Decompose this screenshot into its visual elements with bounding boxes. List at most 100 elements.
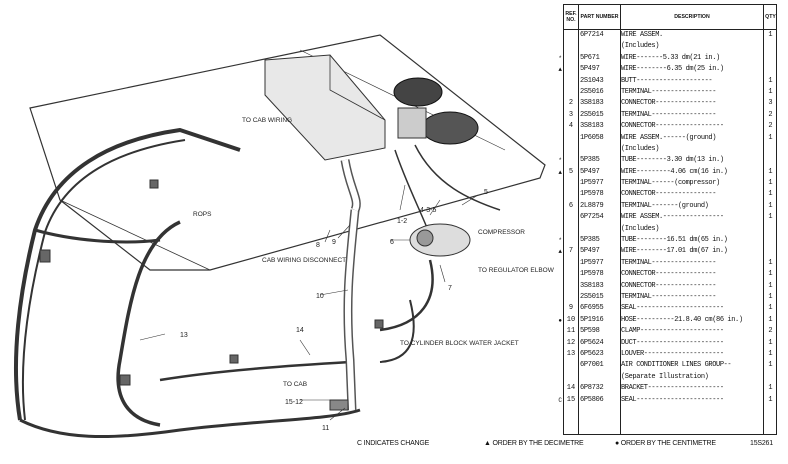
qty-cell: 1 (768, 87, 773, 96)
table-row: (Separate Illustration) (564, 372, 776, 383)
table-row: 1P5977 TERMINAL------(compressor)1 (564, 178, 776, 189)
part-number-cell: 6P8732 (580, 384, 604, 393)
part-number-cell: 2S5016 (580, 87, 604, 96)
qty-cell: 1 (768, 349, 773, 358)
part-number-cell: 6P5624 (580, 338, 604, 347)
callout-8: 8 (316, 242, 320, 249)
figure-code: 15S261 (750, 440, 773, 447)
qty-cell: 1 (768, 270, 773, 279)
part-number-cell: 1P5978 (580, 270, 604, 279)
description-cell: (Includes) (621, 144, 660, 153)
label-to-regulator-elbow: TO REGULATOR ELBOW (478, 267, 555, 274)
table-row: *5P671 WIRE-------5.33 dm(21 in.) (558, 53, 776, 64)
part-number-cell: 6P7254 (580, 213, 604, 222)
part-number-cell: 2S5015 (580, 292, 604, 301)
qty-cell: 1 (768, 167, 773, 176)
part-number-cell: 1P6058 (580, 133, 604, 142)
change-note: C INDICATES CHANGE (357, 440, 430, 447)
ref-no-cell: 13 (566, 349, 576, 358)
control-box (264, 54, 386, 161)
ref-no-cell: 15 (566, 395, 576, 404)
table-row: 2S5015 TERMINAL-----------------1 (564, 292, 776, 303)
callout-9: 9 (332, 239, 336, 246)
qty-cell: 1 (768, 304, 773, 313)
table-row: 1P5978 CONNECTOR----------------1 (564, 189, 776, 200)
qty-cell: 1 (768, 258, 773, 267)
row-mark: * (558, 54, 562, 62)
callout-13: 13 (180, 332, 188, 339)
qty-cell: 3 (768, 99, 773, 108)
row-mark: ▲ (558, 66, 562, 74)
row-mark: * (558, 157, 562, 165)
description-cell: (Includes) (621, 42, 660, 51)
description-cell: WIRE---------4.06 cm(16 in.) (621, 167, 728, 176)
description-cell: CLAMP---------------------- (621, 327, 724, 336)
ref-no-cell: 6 (568, 201, 574, 210)
part-number-cell: 2S1043 (580, 76, 604, 85)
qty-cell: 1 (768, 384, 773, 393)
part-number-cell: 6P5623 (580, 349, 604, 358)
label-cab-wiring-disconnect: CAB WIRING DISCONNECT (262, 257, 346, 264)
description-cell: TERMINAL------(compressor) (621, 179, 720, 188)
description-cell: SEAL----------------------- (621, 304, 724, 313)
part-number-cell: 6P5806 (580, 395, 604, 404)
description-cell: CONNECTOR---------------- (621, 281, 717, 290)
ref-no-cell: 2 (568, 99, 574, 108)
description-cell: CONNECTOR---------------- (621, 270, 717, 279)
parts-list-table: REF. NO. PART NUMBER DESCRIPTION QTY 6P7… (558, 4, 777, 435)
wiring-illustration: TO CAB WIRING ROPS CAB WIRING DISCONNECT… (13, 34, 555, 439)
callout-15-12: 15-12 (285, 399, 303, 406)
callout-6: 6 (390, 239, 394, 246)
label-to-cab-wiring-1: TO CAB WIRING (242, 117, 292, 124)
row-mark: * (558, 237, 562, 245)
row-mark: ● (558, 316, 562, 324)
table-row: *5P385 TUBE--------16.51 dm(65 in.) (558, 235, 776, 246)
table-row: 2S1043 BUTT-------------------- 1 (564, 76, 776, 87)
part-number-cell: 5P671 (580, 53, 600, 62)
description-cell: WIRE ASSEM.---------------- (621, 213, 724, 222)
ref-no-cell: 3 (568, 110, 574, 119)
label-to-cab: TO CAB (283, 381, 307, 388)
description-cell: SEAL----------------------- (621, 395, 724, 404)
ref-no-cell: 10 (566, 315, 576, 324)
table-row: *5P385 TUBE--------3.30 dm(13 in.) (558, 155, 776, 166)
header-part-number: PART NUMBER (580, 14, 619, 20)
ref-no-cell: 11 (566, 327, 576, 336)
description-cell: WIRE--------17.01 dm(67 in.) (621, 247, 728, 256)
part-number-cell: 5P598 (580, 327, 600, 336)
qty-cell: 1 (768, 315, 773, 324)
description-cell: CONNECTOR---------------- (621, 99, 717, 108)
ref-no-cell: 5 (568, 167, 574, 176)
description-cell: WIRE--------6.35 dm(25 in.) (621, 65, 724, 74)
qty-cell: 1 (768, 31, 773, 39)
table-row: (Includes) (564, 41, 776, 52)
part-number-cell: 2S5015 (580, 110, 604, 119)
part-number-cell: 3S8183 (580, 122, 604, 131)
description-cell: (Includes) (621, 224, 660, 233)
part-number-cell: 1P5977 (580, 179, 604, 188)
description-cell: BUTT-------------------- (621, 76, 713, 85)
description-cell: BRACKET-------------------- (621, 384, 724, 393)
label-compressor: COMPRESSOR (478, 229, 525, 236)
table-row: (Includes) (564, 224, 776, 235)
description-cell: CONNECTOR---------------- (621, 190, 717, 199)
part-number-cell: 2L8879 (580, 201, 604, 210)
part-number-cell: 5P1916 (580, 315, 604, 324)
description-cell: LOUVER--------------------- (621, 349, 724, 358)
part-number-cell: 5P497 (580, 167, 600, 176)
qty-cell: 2 (768, 122, 773, 131)
decimetre-note: ▲ ORDER BY THE DECIMETRE (484, 440, 584, 447)
qty-cell: 1 (768, 190, 773, 199)
table-header: REF. NO. PART NUMBER DESCRIPTION QTY (564, 5, 776, 30)
description-cell: TERMINAL----------------- (621, 110, 717, 119)
qty-cell: 1 (768, 76, 773, 85)
